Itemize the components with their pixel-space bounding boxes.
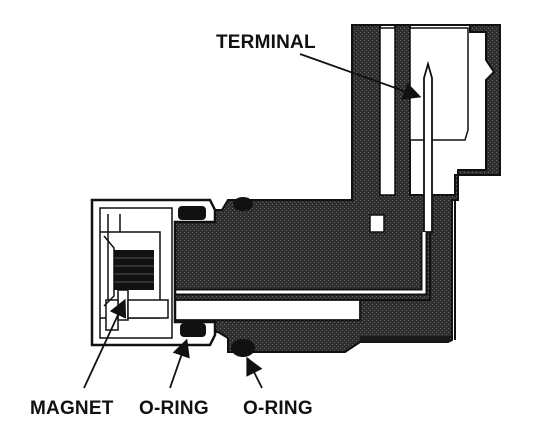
o-ring-cap <box>178 206 206 337</box>
terminal-label: TERMINAL <box>216 32 316 53</box>
o-ring-body <box>231 197 255 357</box>
magnet-label: MAGNET <box>30 398 114 419</box>
terminal-pin <box>369 60 433 233</box>
inner-bore <box>174 299 361 321</box>
o-ring-label-2: O-RING <box>243 398 313 419</box>
o-ring-2-leader-arrow <box>246 356 263 389</box>
magnet-leader-arrow <box>83 298 127 389</box>
o-ring-1-leader-arrow <box>169 338 190 389</box>
connector-shell-outline <box>352 24 501 340</box>
terminal-leader-arrow <box>299 53 422 100</box>
o-ring-label-1: O-RING <box>139 398 209 419</box>
